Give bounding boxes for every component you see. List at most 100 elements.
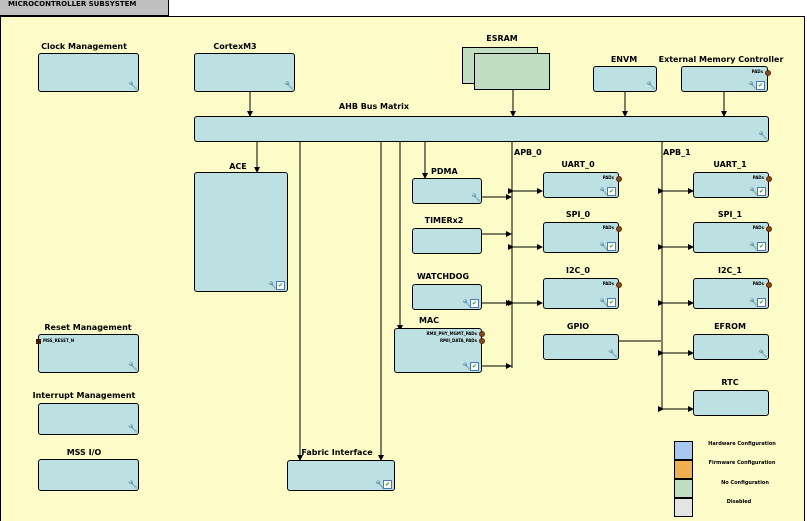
checkbox-icon[interactable]: ✔ (757, 187, 766, 196)
wrench-icon[interactable]: 🔧 (758, 131, 768, 140)
checkbox-icon[interactable]: ✔ (607, 298, 616, 307)
port-label: PADs (751, 69, 763, 74)
port-pad-icon[interactable] (765, 70, 771, 76)
tab-microcontroller-subsystem[interactable]: MICROCONTROLLER SUBSYSTEM (0, 0, 169, 16)
checkbox-icon[interactable]: ✔ (607, 242, 616, 251)
rtc-label: RTC (721, 378, 739, 387)
wrench-icon[interactable]: 🔧 (128, 424, 138, 433)
wrench-icon[interactable]: 🔧 (128, 480, 138, 489)
port-pad-icon[interactable] (766, 176, 772, 182)
esram-block[interactable] (474, 53, 550, 90)
envm-label: ENVM (610, 55, 638, 64)
port-pad-icon[interactable] (766, 282, 772, 288)
wrench-icon[interactable]: 🔧 (749, 242, 759, 251)
port-label: PADs (602, 281, 614, 286)
watchdog-block[interactable]: 🔧 ✔ (412, 284, 482, 310)
efrom-block[interactable]: 🔧 (693, 334, 769, 360)
wrench-icon[interactable]: 🔧 (749, 298, 759, 307)
rtc-block[interactable] (693, 390, 769, 416)
i2c0-block[interactable]: PADs 🔧 ✔ (543, 278, 622, 309)
checkbox-icon[interactable]: ✔ (470, 362, 479, 371)
checkbox-icon[interactable]: ✔ (607, 187, 616, 196)
legend-swatch-firmware (674, 460, 693, 479)
wrench-icon[interactable]: 🔧 (284, 81, 294, 90)
port-pad-icon[interactable] (36, 339, 41, 344)
pdma-block[interactable]: 🔧 (412, 178, 482, 204)
efrom-label: EFROM (714, 322, 746, 331)
legend-swatch-no-config (674, 479, 693, 498)
wrench-icon[interactable]: 🔧 (268, 281, 278, 290)
checkbox-icon[interactable]: ✔ (757, 242, 766, 251)
mss-io-label: MSS I/O (66, 448, 102, 457)
ahb-bus-matrix-label: AHB Bus Matrix (338, 102, 410, 111)
spi1-block[interactable]: PADs 🔧 ✔ (693, 222, 772, 253)
checkbox-icon[interactable]: ✔ (276, 281, 285, 290)
checkbox-icon[interactable]: ✔ (757, 298, 766, 307)
port-pad-icon[interactable] (616, 282, 622, 288)
i2c1-label: I2C_1 (718, 266, 742, 275)
spi1-label: SPI_1 (717, 210, 743, 219)
wrench-icon[interactable]: 🔧 (758, 349, 768, 358)
wrench-icon[interactable]: 🔧 (375, 480, 385, 489)
legend-swatch-disabled (674, 498, 693, 517)
watchdog-label: WATCHDOG (416, 272, 470, 281)
ace-label: ACE (229, 162, 247, 171)
checkbox-icon[interactable]: ✔ (470, 299, 479, 308)
port-label: PADs (602, 175, 614, 180)
legend-label-hardware: Hardware Configuration (708, 441, 776, 447)
fabric-interface-block[interactable]: 🔧 ✔ (287, 460, 395, 491)
wrench-icon[interactable]: 🔧 (462, 362, 472, 371)
checkbox-icon[interactable]: ✔ (756, 81, 765, 90)
emc-block[interactable]: PADs 🔧 ✔ (681, 66, 771, 92)
uart1-block[interactable]: PADs 🔧 ✔ (693, 172, 772, 198)
mac-block[interactable]: RMII_PHY_MGMT_PADs RMII_DATA_PADs 🔧 ✔ (394, 328, 485, 373)
spi0-block[interactable]: PADs 🔧 ✔ (543, 222, 622, 253)
wrench-icon[interactable]: 🔧 (128, 362, 138, 371)
port-pad-icon[interactable] (616, 226, 622, 232)
clock-management-block[interactable]: 🔧 (38, 53, 139, 92)
esram-label: ESRAM (486, 34, 518, 43)
uart1-label: UART_1 (713, 160, 747, 169)
wrench-icon[interactable]: 🔧 (749, 187, 759, 196)
mss-io-block[interactable]: 🔧 (38, 459, 139, 491)
port-label: PADs (752, 281, 764, 286)
i2c0-label: I2C_0 (566, 266, 590, 275)
i2c1-block[interactable]: PADs 🔧 ✔ (693, 278, 772, 309)
apb0-label: APB_0 (514, 148, 542, 157)
emc-label: External Memory Controller (658, 55, 784, 64)
checkbox-icon[interactable]: ✔ (383, 480, 392, 489)
reset-management-block[interactable]: MSS_RESET_N 🔧 (36, 334, 139, 373)
interrupt-management-block[interactable]: 🔧 (38, 403, 139, 435)
wrench-icon[interactable]: 🔧 (748, 81, 758, 90)
apb1-label: APB_1 (663, 148, 691, 157)
pdma-label: PDMA (431, 167, 458, 176)
port-pad-icon[interactable] (616, 176, 622, 182)
wrench-icon[interactable]: 🔧 (646, 81, 656, 90)
legend-swatch-hardware (674, 441, 693, 460)
wrench-icon[interactable]: 🔧 (599, 298, 609, 307)
reset-management-label: Reset Management (44, 323, 132, 332)
wrench-icon[interactable]: 🔧 (608, 349, 618, 358)
ahb-bus-matrix-block[interactable]: 🔧 (194, 116, 769, 142)
gpio-label: GPIO (566, 322, 590, 331)
port-pad-icon[interactable] (766, 226, 772, 232)
wrench-icon[interactable]: 🔧 (471, 193, 481, 202)
timer-label: TIMERx2 (424, 216, 464, 225)
wrench-icon[interactable]: 🔧 (462, 299, 472, 308)
wrench-icon[interactable]: 🔧 (599, 187, 609, 196)
port-label: RMII_PHY_MGMT_PADs (426, 331, 477, 336)
timer-block[interactable] (412, 228, 482, 254)
wrench-icon[interactable]: 🔧 (599, 242, 609, 251)
gpio-block[interactable]: 🔧 (543, 334, 619, 360)
port-pad-icon[interactable] (479, 331, 485, 337)
wrench-icon[interactable]: 🔧 (128, 81, 138, 90)
cortexm3-label: CortexM3 (213, 42, 257, 51)
cortexm3-block[interactable]: 🔧 (194, 53, 295, 92)
port-label: MSS_RESET_N (43, 338, 75, 343)
port-label: PADs (752, 225, 764, 230)
port-pad-icon[interactable] (479, 338, 485, 344)
envm-block[interactable]: 🔧 (593, 66, 657, 92)
legend-label-no-config: No Configuration (721, 480, 769, 486)
uart0-block[interactable]: PADs 🔧 ✔ (543, 172, 622, 198)
ace-block[interactable]: 🔧 ✔ (194, 172, 288, 292)
